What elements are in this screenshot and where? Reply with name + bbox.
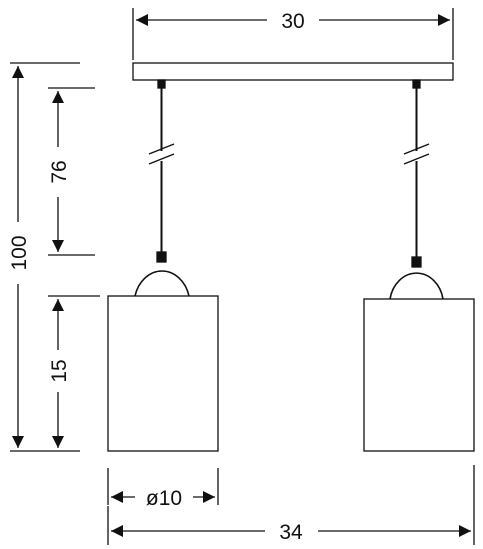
left-pendant	[107, 79, 219, 452]
shade-height-label: 15	[48, 359, 71, 382]
ceiling-bar	[132, 62, 454, 81]
top-width-dimension	[132, 8, 454, 60]
left-cord-mount	[157, 79, 166, 89]
left-cord-break-mark	[148, 143, 175, 165]
shade-diameter-dimension	[107, 468, 219, 505]
right-socket	[411, 256, 422, 268]
total-height-label: 100	[8, 235, 31, 270]
total-width-dimension	[107, 465, 475, 545]
right-shade	[363, 298, 475, 452]
right-cord-mount	[412, 79, 421, 89]
right-socket-dome	[389, 272, 444, 300]
left-shade	[107, 295, 219, 452]
shade-diameter-label: ø10	[146, 487, 182, 510]
total-height-dimension	[10, 62, 80, 452]
top-width-label: 30	[281, 10, 304, 33]
total-width-label: 34	[279, 521, 303, 544]
left-socket-dome	[134, 270, 190, 297]
right-pendant	[363, 79, 475, 452]
left-socket	[156, 251, 167, 263]
shade-height-dimension	[48, 295, 100, 448]
right-cord-break-mark	[403, 143, 430, 165]
cord-length-dimension	[48, 87, 95, 256]
cord-length-label: 76	[48, 160, 71, 183]
